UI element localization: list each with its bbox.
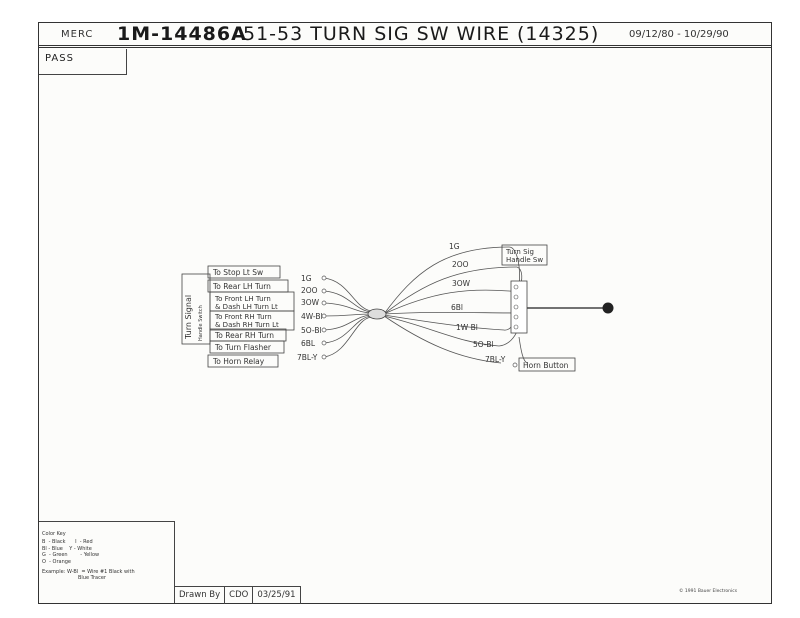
left-label: & Dash LH Turn Lt: [215, 303, 278, 311]
color-key-row: G - Green - Yellow: [42, 552, 100, 559]
color-key: Color Key B - Black I - Red Bl - Blue Y …: [39, 521, 175, 603]
drawn-by-date: 03/25/91: [257, 590, 296, 600]
left-label: To Front RH Turn: [214, 313, 272, 321]
switch-connector: [510, 280, 528, 334]
left-label: To Front LH Turn: [214, 295, 271, 303]
color-key-row: Bl - Blue Y - White: [42, 545, 92, 552]
wire-code-left: 2OO: [301, 286, 318, 295]
wire-code-right: 6Bl: [451, 303, 463, 312]
color-key-example: Example: W-Bl = Wire #1 Black with: [42, 569, 135, 576]
connector-pins: [513, 284, 519, 330]
wire-code-left: 3OW: [301, 298, 320, 307]
wire-code-right: 3OW: [452, 279, 471, 288]
switch-label-box: [501, 244, 548, 266]
wire-code-right: 1G: [449, 242, 460, 251]
horn-button-box: [518, 357, 576, 372]
left-label: To Stop Lt Sw: [212, 268, 263, 277]
part-description: 51-53 TURN SIG SW WIRE: [243, 23, 511, 45]
date-range: 09/12/80 - 10/29/90: [629, 29, 729, 40]
pin-markers: [321, 275, 518, 368]
wire-code-left: 7BL-Y: [297, 353, 318, 362]
wire-code-right: 5O-Bl: [473, 340, 494, 349]
lever-knob: [602, 302, 614, 314]
color-key-row: O - Orange: [42, 558, 71, 565]
left-label-boxes: [207, 265, 295, 368]
left-label: To Horn Relay: [212, 357, 265, 366]
wire-code-right: 1W Bl: [456, 323, 478, 332]
left-label: To Rear RH Turn: [214, 331, 274, 340]
side-label-2: Handle Switch: [198, 305, 204, 341]
color-key-example-2: Blue Tracer: [78, 575, 106, 582]
wire-code-left: 1G: [301, 274, 312, 283]
side-label: Turn Signal: [184, 295, 193, 340]
drawn-by-block: Drawn By CDO 03/25/91: [175, 586, 301, 604]
switch-label: Turn Sig: [505, 248, 534, 256]
wire-code-left: 4W-Bl: [301, 312, 323, 321]
wire-code-right: 7BL-Y: [485, 355, 506, 364]
switch-label: Handle Sw: [506, 256, 543, 264]
wiring-diagram: Turn Signal Handle Switch To Stop Lt Sw …: [181, 242, 614, 372]
copyright-notice: © 1991 Bauer Electronics: [679, 589, 738, 594]
drawing-sheet: MERC 1M-14486A 51-53 TURN SIG SW WIRE (1…: [38, 22, 772, 604]
color-key-title: Color Key: [42, 531, 66, 537]
left-label: To Rear LH Turn: [212, 282, 271, 291]
vehicle-make: MERC: [61, 29, 94, 40]
splice-junction: [367, 308, 387, 320]
wire-code-left: 6BL: [301, 339, 316, 348]
reference-number: (14325): [517, 23, 600, 45]
title-bar: MERC 1M-14486A 51-53 TURN SIG SW WIRE (1…: [39, 23, 771, 48]
part-number: 1M-14486A: [117, 23, 247, 45]
pass-label: PASS: [39, 49, 127, 75]
wire-bundle: [323, 246, 528, 364]
left-label: To Turn Flasher: [214, 343, 272, 352]
color-key-row: B - Black I - Red: [42, 539, 93, 546]
left-label: & Dash RH Turn Lt: [215, 321, 279, 329]
wire-code-right: 2OO: [452, 260, 469, 269]
horn-button-label: Horn Button: [523, 361, 569, 370]
drawn-by-label: Drawn By: [175, 587, 226, 604]
wire-code-left: 5O-Bl: [301, 326, 322, 335]
drawn-by-initials: CDO: [225, 587, 254, 604]
